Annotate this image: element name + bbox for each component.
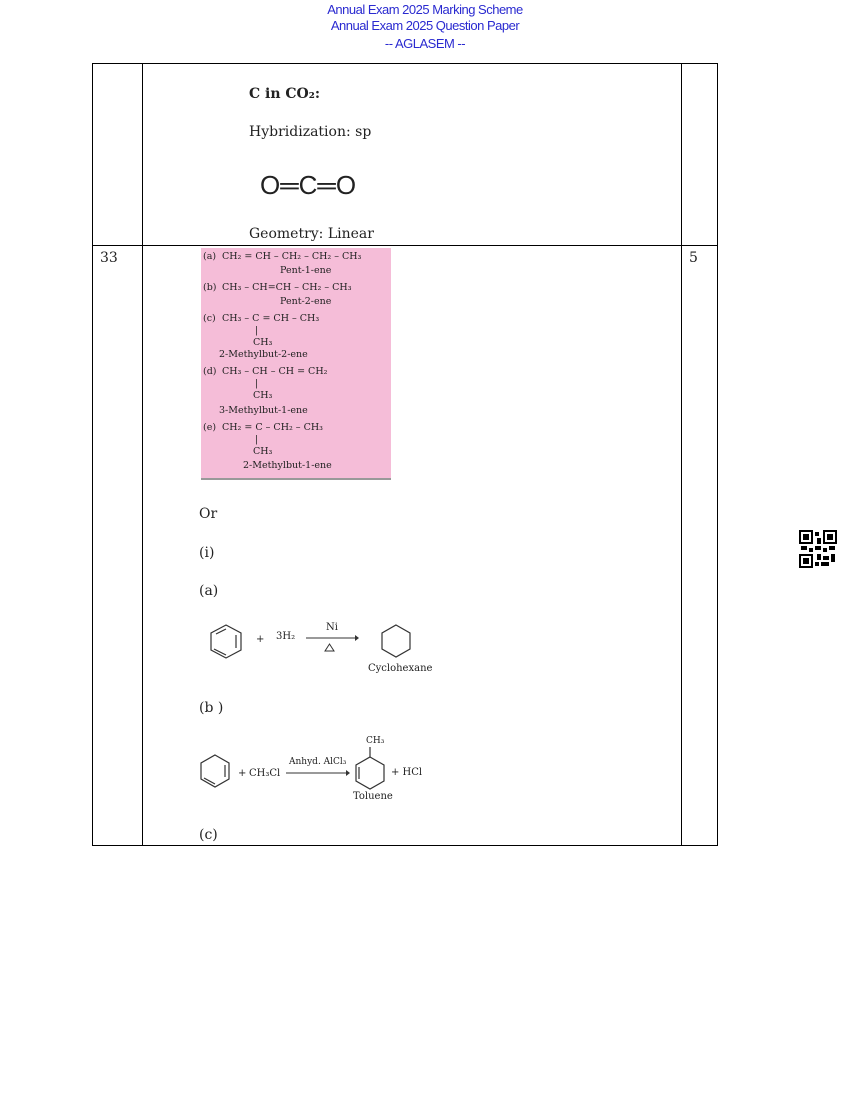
isomer-name: Pent-1-ene (280, 265, 332, 276)
isomer-formula: CH₂ = C – CH₂ – CH₃ (222, 422, 323, 433)
byproduct: + HCl (391, 767, 423, 778)
hybridization-text: Hybridization: sp (249, 124, 372, 140)
isomer-formula: CH₂ = CH – CH₂ – CH₂ – CH₃ (222, 251, 362, 262)
isomer-name: Pent-2-ene (280, 296, 332, 307)
isomer-formula: CH₃ – CH=CH – CH₂ – CH₃ (222, 282, 352, 293)
catalyst: Anhyd. AlCl₃ (289, 757, 347, 767)
isomer-label: (b) (203, 282, 217, 293)
benzene-icon (210, 624, 242, 659)
product-name: Toluene (353, 791, 393, 802)
isomer-name: 2-Methylbut-1-ene (243, 460, 332, 471)
table-border (717, 63, 718, 846)
plus: + (256, 634, 265, 645)
toluene-icon (355, 747, 385, 790)
isomer-branch: CH₃ (253, 337, 273, 348)
part-i: (i) (199, 545, 215, 561)
row-divider (92, 245, 718, 246)
bond-line: | (255, 434, 259, 445)
column-divider (142, 63, 143, 846)
co2-heading: C in CO₂: (249, 86, 321, 102)
bond-line: | (255, 378, 259, 389)
marks: 5 (689, 250, 698, 266)
qr-code-icon (799, 530, 837, 568)
isomer-label: (e) (203, 422, 217, 433)
cyclohexane-icon (381, 624, 411, 658)
arrow-head-icon (355, 635, 359, 641)
product-name: Cyclohexane (368, 663, 433, 674)
table-border (92, 63, 93, 846)
bond-line: | (255, 325, 259, 336)
geometry-text: Geometry: Linear (249, 226, 374, 242)
co2-structure: O═C═O (260, 170, 357, 200)
column-divider (681, 63, 682, 846)
part-b: (b ) (199, 700, 224, 716)
part-c: (c) (199, 827, 218, 843)
part-a: (a) (199, 583, 219, 599)
table-border (92, 63, 718, 64)
plus: + (238, 768, 247, 779)
isomer-label: (d) (203, 366, 217, 377)
or-text: Or (199, 506, 218, 522)
header-title-a: Annual Exam 2025 Marking Scheme (327, 2, 523, 17)
reaction-diagrams (200, 624, 411, 790)
isomer-formula: CH₃ – CH – CH = CH₂ (222, 366, 328, 377)
isomer-branch: CH₃ (253, 446, 273, 457)
isomers-figure: (a) CH₂ = CH – CH₂ – CH₂ – CH₃ Pent-1-en… (201, 248, 391, 480)
catalyst: Ni (326, 622, 338, 633)
header-title-b: Annual Exam 2025 Question Paper (330, 18, 520, 33)
benzene-icon (200, 754, 230, 788)
isomer-label: (c) (203, 313, 216, 324)
table-border (92, 845, 718, 846)
reagent: CH₃Cl (249, 768, 281, 779)
arrow-head-icon (346, 770, 350, 776)
question-number: 33 (100, 250, 118, 266)
isomer-name: 2-Methylbut-2-ene (219, 349, 308, 360)
isomer-branch: CH₃ (253, 390, 273, 401)
substituent: CH₃ (366, 736, 385, 746)
header-source: -- AGLASEM -- (384, 36, 466, 51)
isomer-label: (a) (203, 251, 217, 262)
isomer-formula: CH₃ – C = CH – CH₃ (222, 313, 320, 324)
isomer-name: 3-Methylbut-1-ene (219, 405, 308, 416)
delta-icon (324, 643, 335, 652)
reagent: 3H₂ (276, 631, 296, 642)
